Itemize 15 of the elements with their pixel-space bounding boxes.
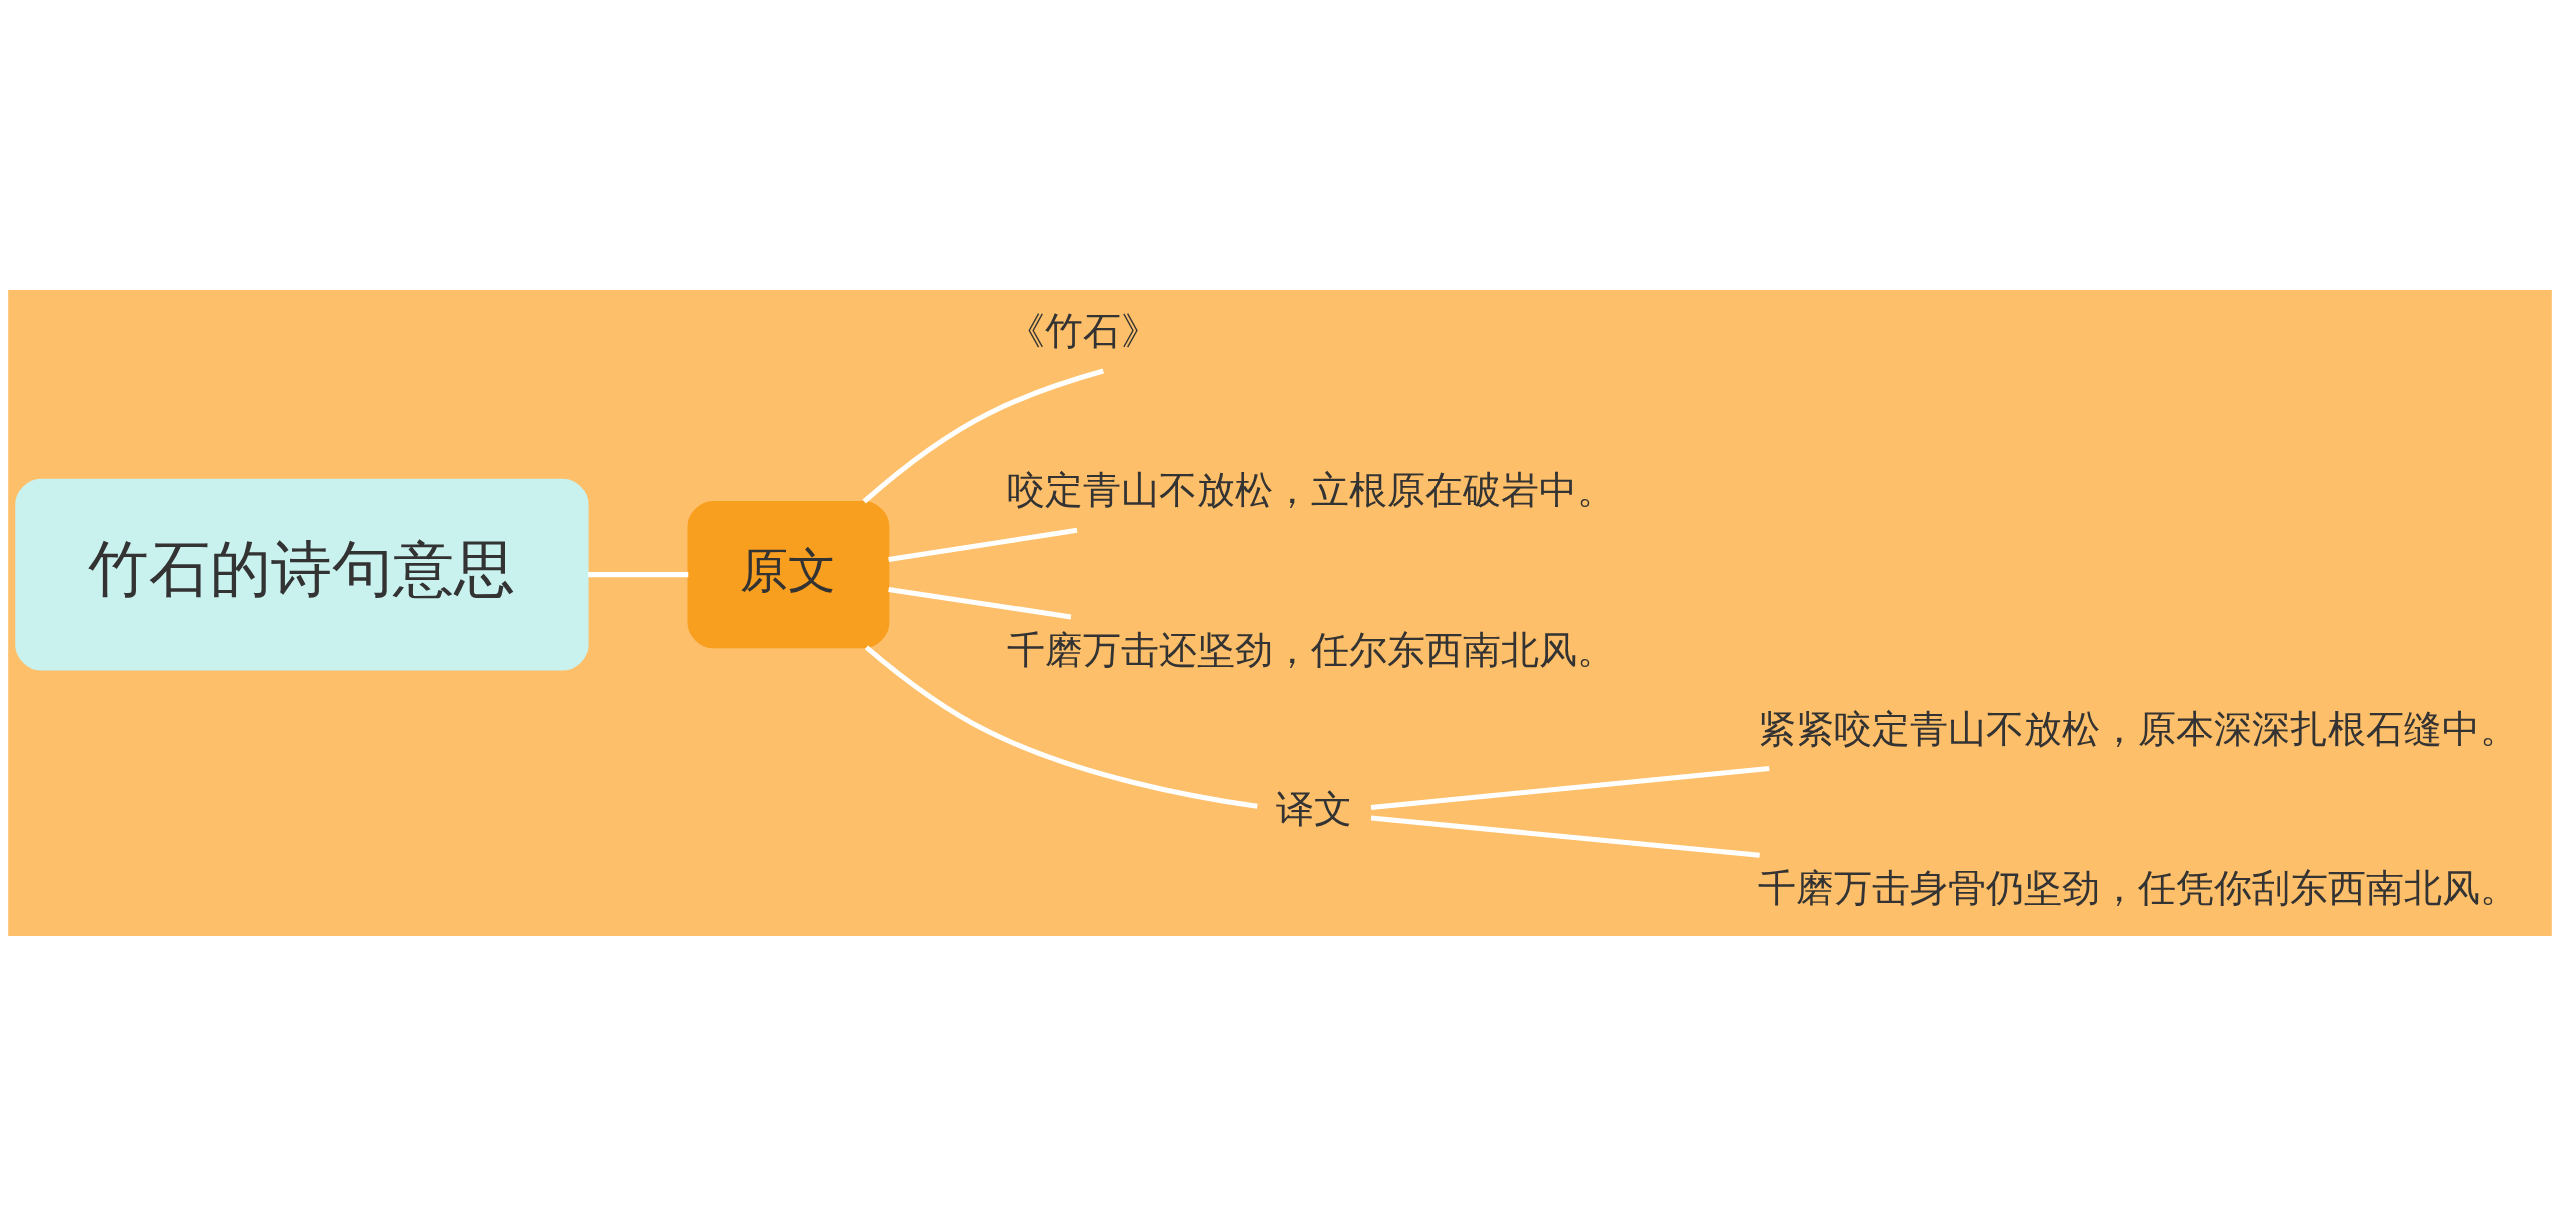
- connector: [862, 368, 1104, 503]
- connector: [864, 644, 1258, 809]
- node-text: 咬定青山不放松，立根原在破岩中。: [1007, 466, 1616, 512]
- node-text: 《竹石》: [1007, 307, 1160, 353]
- connector: [1370, 815, 1760, 858]
- node-text: 译文: [1276, 785, 1353, 831]
- connector: [888, 586, 1072, 619]
- node-text: 千磨万击身骨仍坚劲，任凭你刮东西南北风。: [1758, 864, 2519, 910]
- connector: [588, 571, 689, 577]
- node-box: 竹石的诗句意思: [15, 478, 589, 671]
- connector: [888, 527, 1078, 562]
- node-box: 原文: [687, 500, 890, 648]
- node-text: 千磨万击还坚劲，任尔东西南北风。: [1007, 626, 1616, 672]
- connector: [1370, 765, 1770, 810]
- node-text: 紧紧咬定青山不放松，原本深深扎根石缝中。: [1758, 705, 2519, 751]
